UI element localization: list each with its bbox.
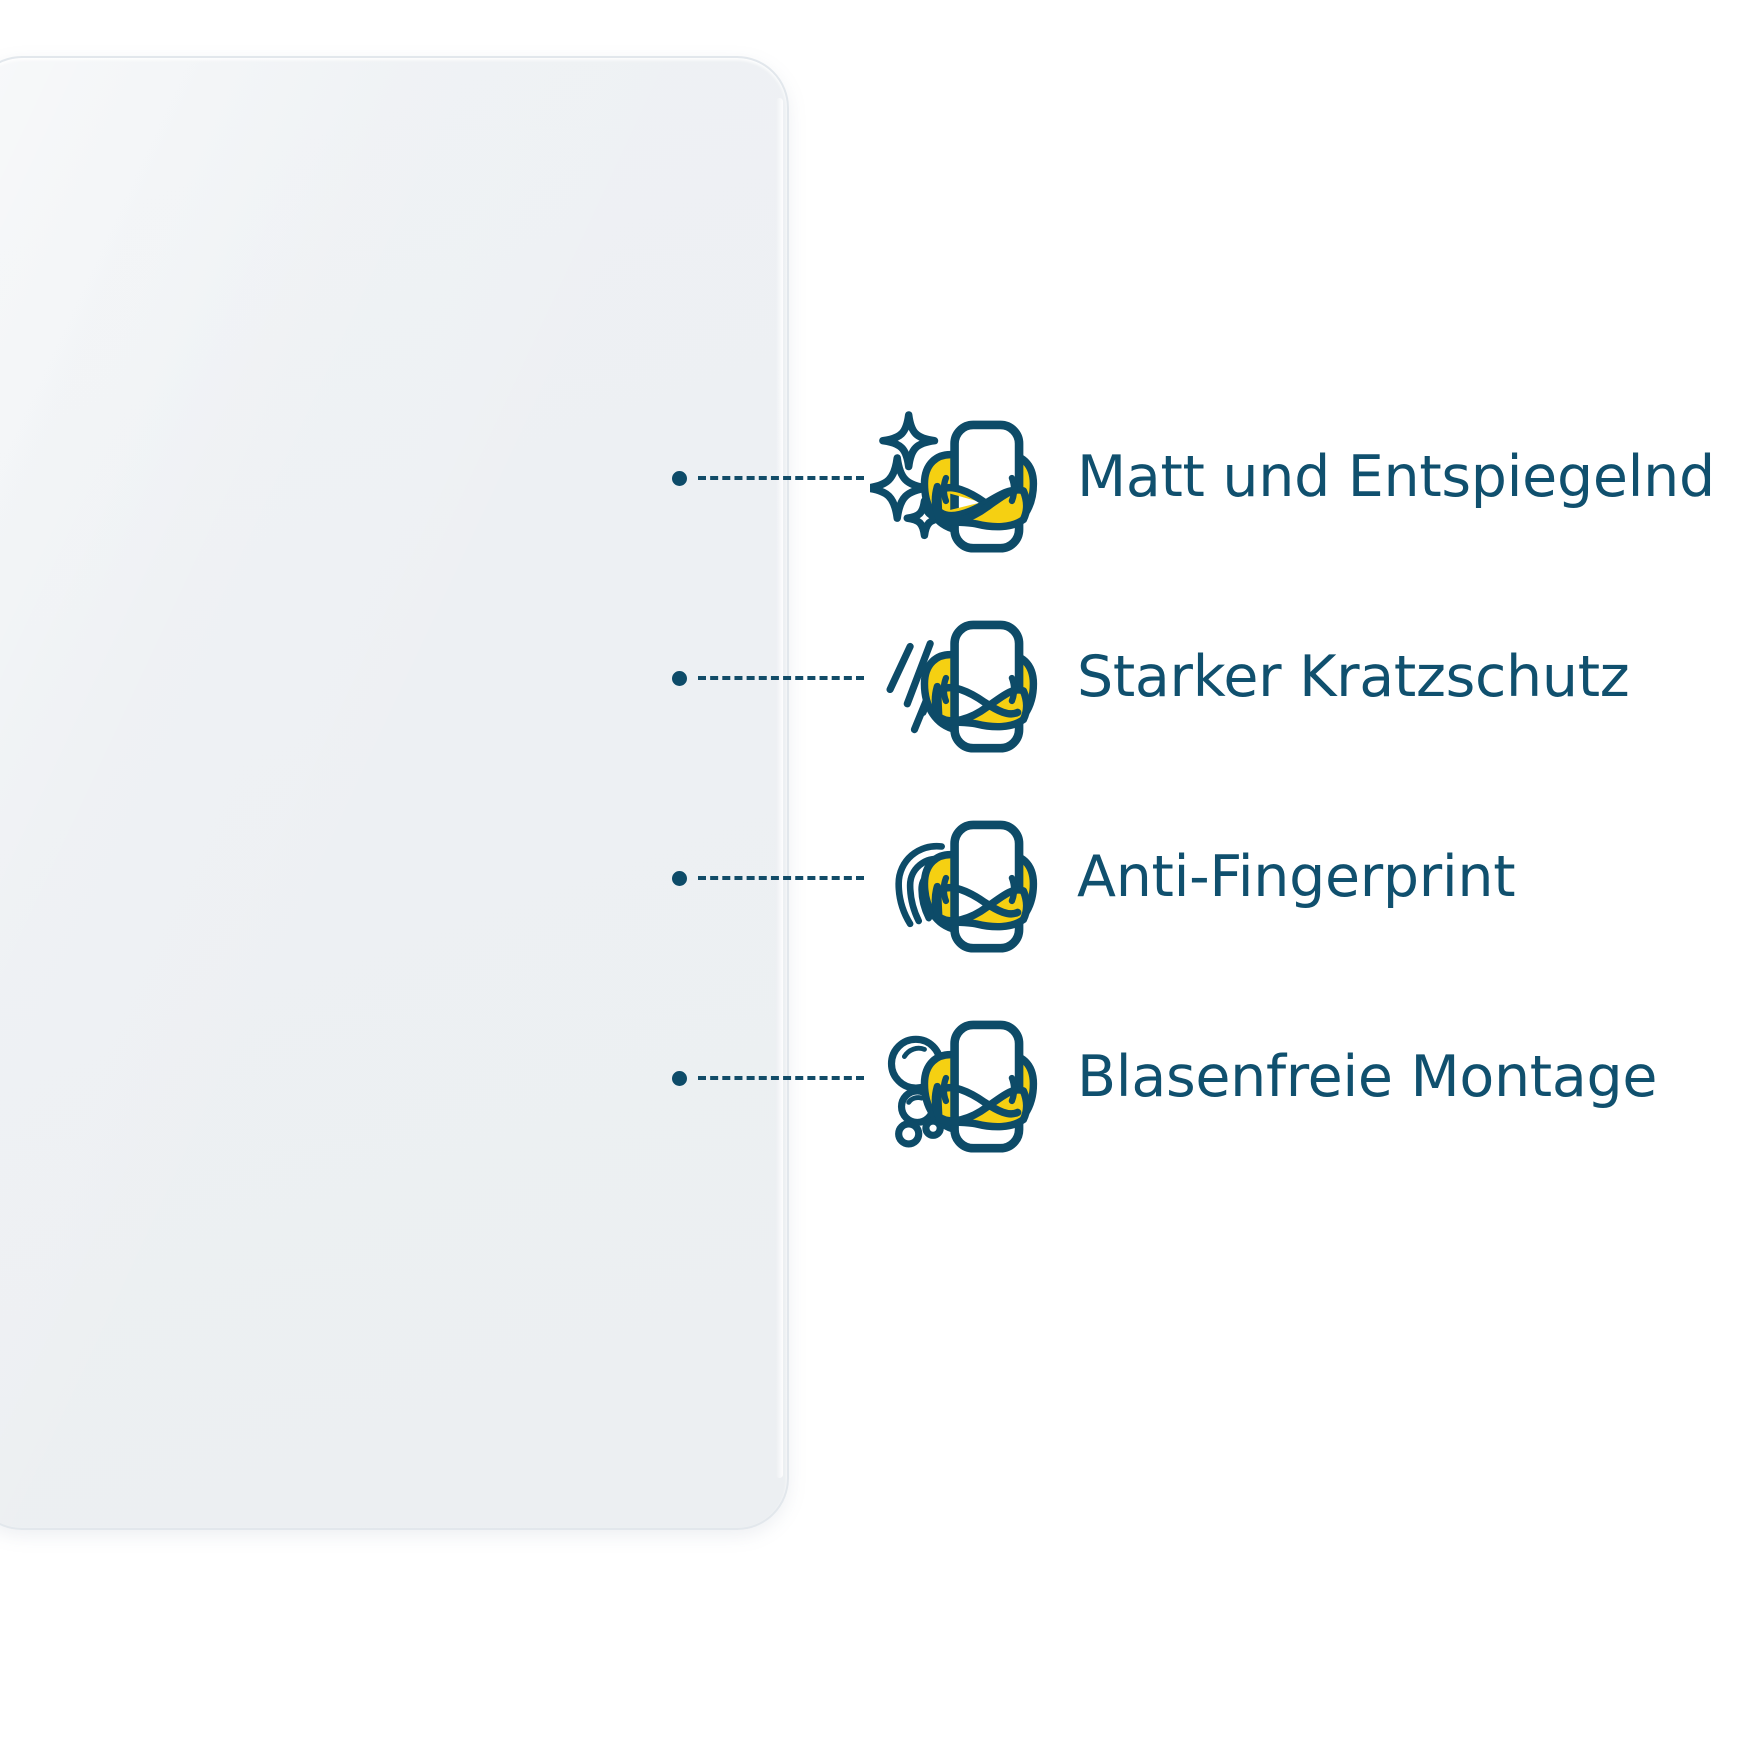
leader-dashed-line (698, 676, 864, 680)
leader-connector (672, 470, 868, 486)
leader-connector (672, 870, 868, 886)
feature-label: Starker Kratzschutz (1077, 644, 1630, 711)
feature-list: Matt und Entspiegelnd (672, 378, 1739, 1178)
leader-dashed-line (698, 1076, 864, 1080)
panel-sheen-overlay (0, 58, 787, 1528)
leader-dot (672, 670, 687, 686)
leader-connector (672, 1070, 868, 1086)
screen-protector-panel (0, 56, 789, 1530)
fingerprint-screen-protector-icon (868, 791, 1043, 966)
feature-label: Blasenfreie Montage (1077, 1044, 1658, 1111)
leader-dot (672, 470, 687, 486)
feature-row[interactable]: Starker Kratzschutz (672, 578, 1739, 778)
feature-label: Matt und Entspiegelnd (1077, 444, 1715, 511)
feature-row[interactable]: Anti-Fingerprint (672, 778, 1739, 978)
feature-label: Anti-Fingerprint (1077, 844, 1516, 911)
sparkle-screen-protector-icon (868, 391, 1043, 566)
feature-row[interactable]: Blasenfreie Montage (672, 978, 1739, 1178)
feature-row[interactable]: Matt und Entspiegelnd (672, 378, 1739, 578)
leader-dot (672, 870, 687, 886)
leader-dashed-line (698, 876, 864, 880)
leader-dashed-line (698, 476, 864, 480)
leader-connector (672, 670, 868, 686)
bubbles-screen-protector-icon (868, 991, 1043, 1166)
leader-dot (672, 1070, 687, 1086)
scratch-lines-screen-protector-icon (868, 591, 1043, 766)
